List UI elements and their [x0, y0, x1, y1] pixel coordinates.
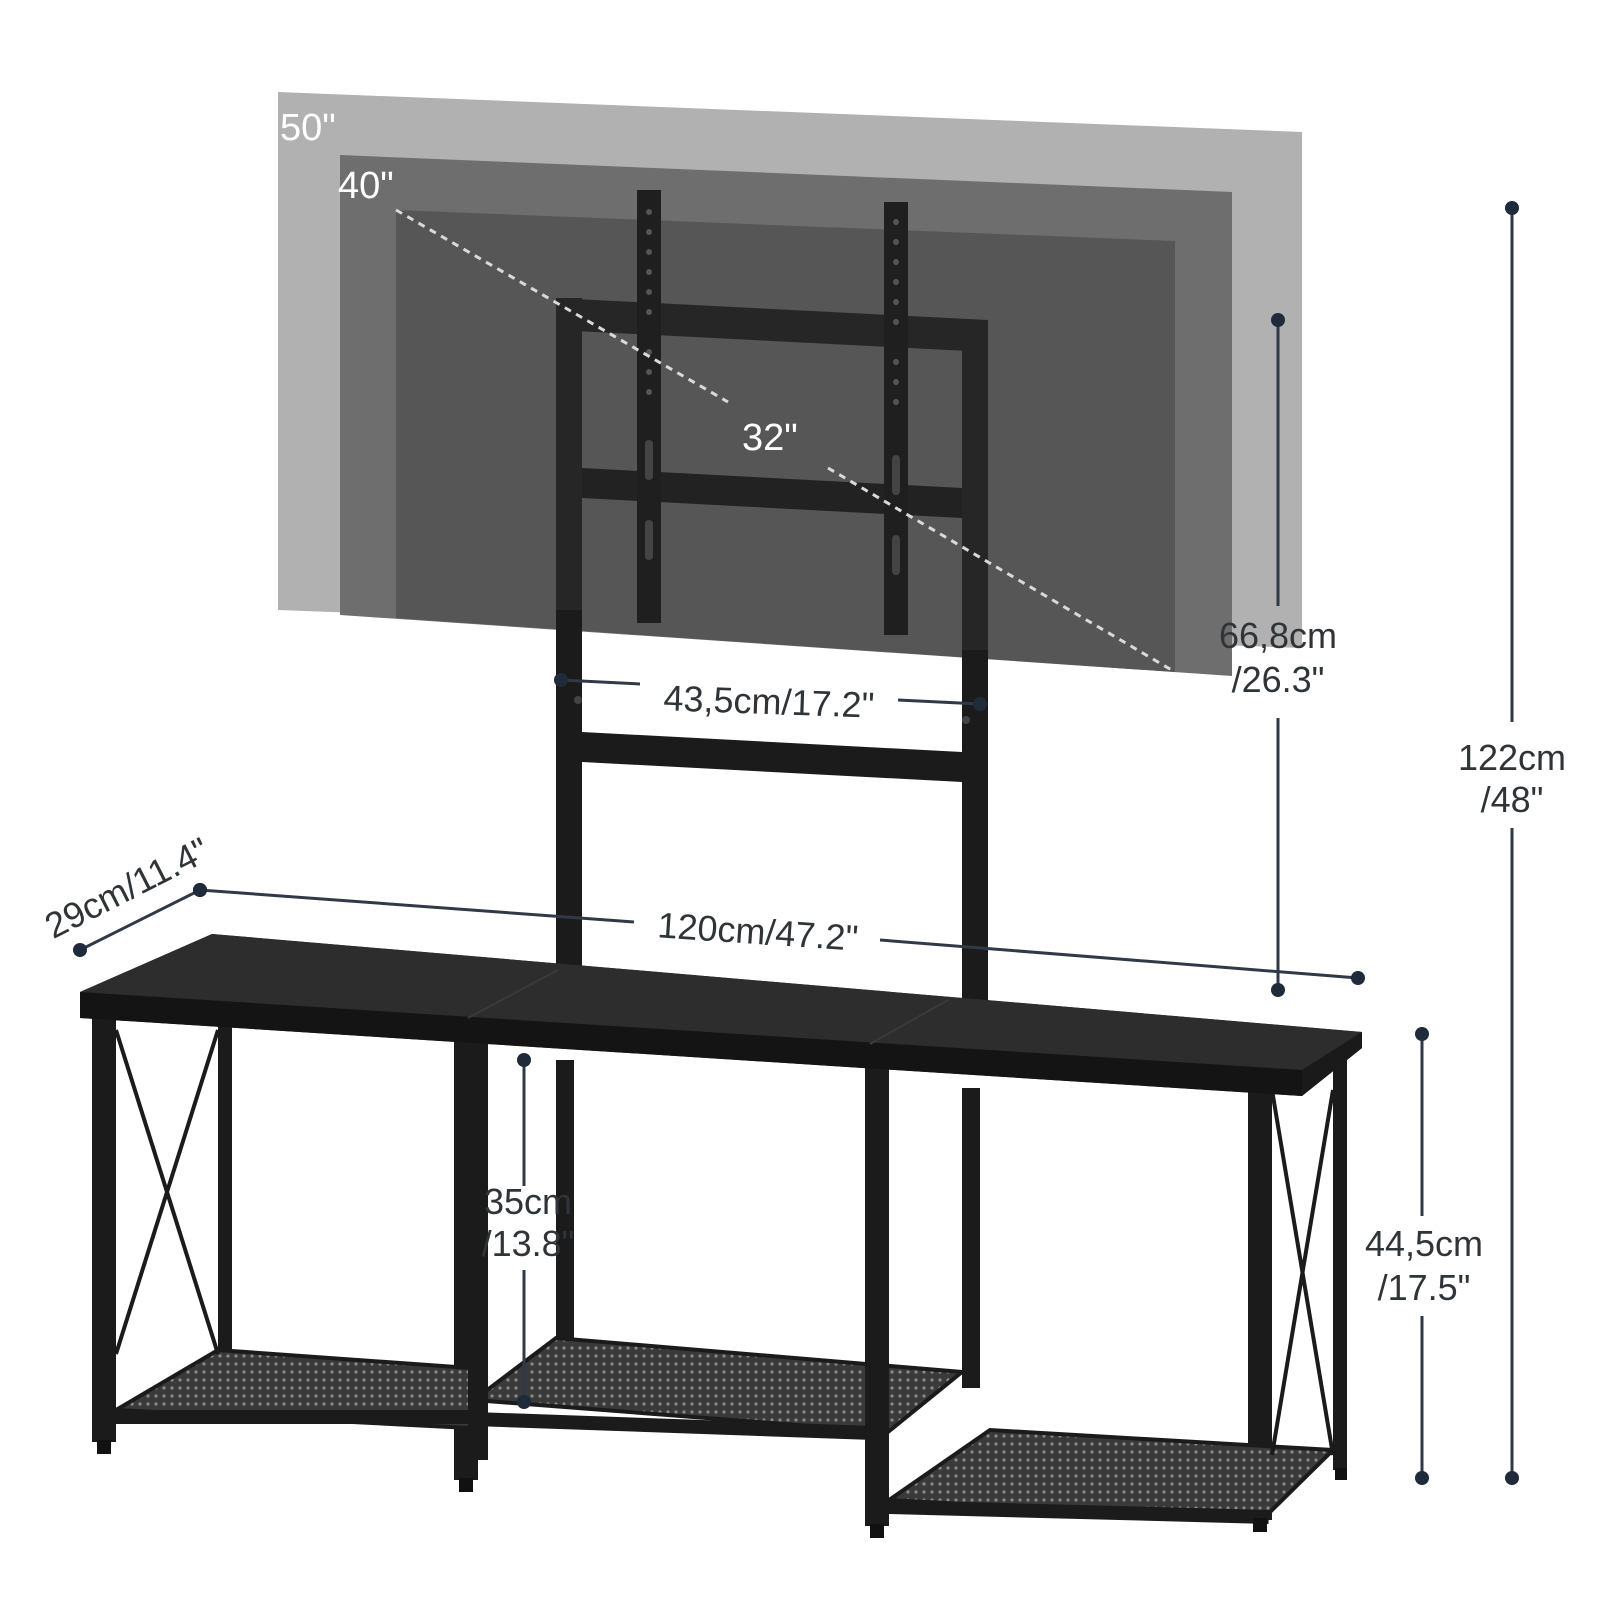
dimension-total-height: 122cm /48" — [1458, 201, 1566, 1485]
tv-screens — [278, 92, 1302, 676]
dimension-tv-panel-height: 66,8cm /26.3" — [1219, 313, 1337, 997]
stand-frame — [80, 934, 1362, 1538]
shelf-clearance-imperial: /13.8" — [482, 1223, 575, 1264]
dimension-table-height: 44,5cm /17.5" — [1365, 1027, 1483, 1485]
table-height-imperial: /17.5" — [1378, 1267, 1471, 1308]
shelf-clearance-metric: 35cm — [484, 1181, 572, 1222]
vesa-mount-bracket — [637, 190, 908, 635]
total-height-imperial: /48" — [1481, 779, 1544, 820]
upright-spacing-label: 43,5cm/17.2" — [663, 677, 875, 725]
dimension-depth: 29cm/11.4" — [38, 829, 216, 957]
screen-size-40-label: 40" — [338, 165, 394, 207]
screen-size-32-label: 32" — [742, 417, 798, 459]
dimension-upright-spacing: 43,5cm/17.2" — [554, 673, 987, 726]
screen-size-50-label: 50" — [280, 107, 336, 149]
table-height-metric: 44,5cm — [1365, 1223, 1483, 1264]
screen-diagonal-line — [395, 208, 1176, 674]
width-label: 120cm/47.2" — [656, 904, 859, 958]
depth-label: 29cm/11.4" — [38, 829, 215, 946]
dimension-shelf-clearance: 35cm /13.8" — [482, 1053, 575, 1409]
total-height-metric: 122cm — [1458, 737, 1566, 778]
tv-panel-height-metric: 66,8cm — [1219, 615, 1337, 656]
tv-panel-height-imperial: /26.3" — [1232, 659, 1325, 700]
